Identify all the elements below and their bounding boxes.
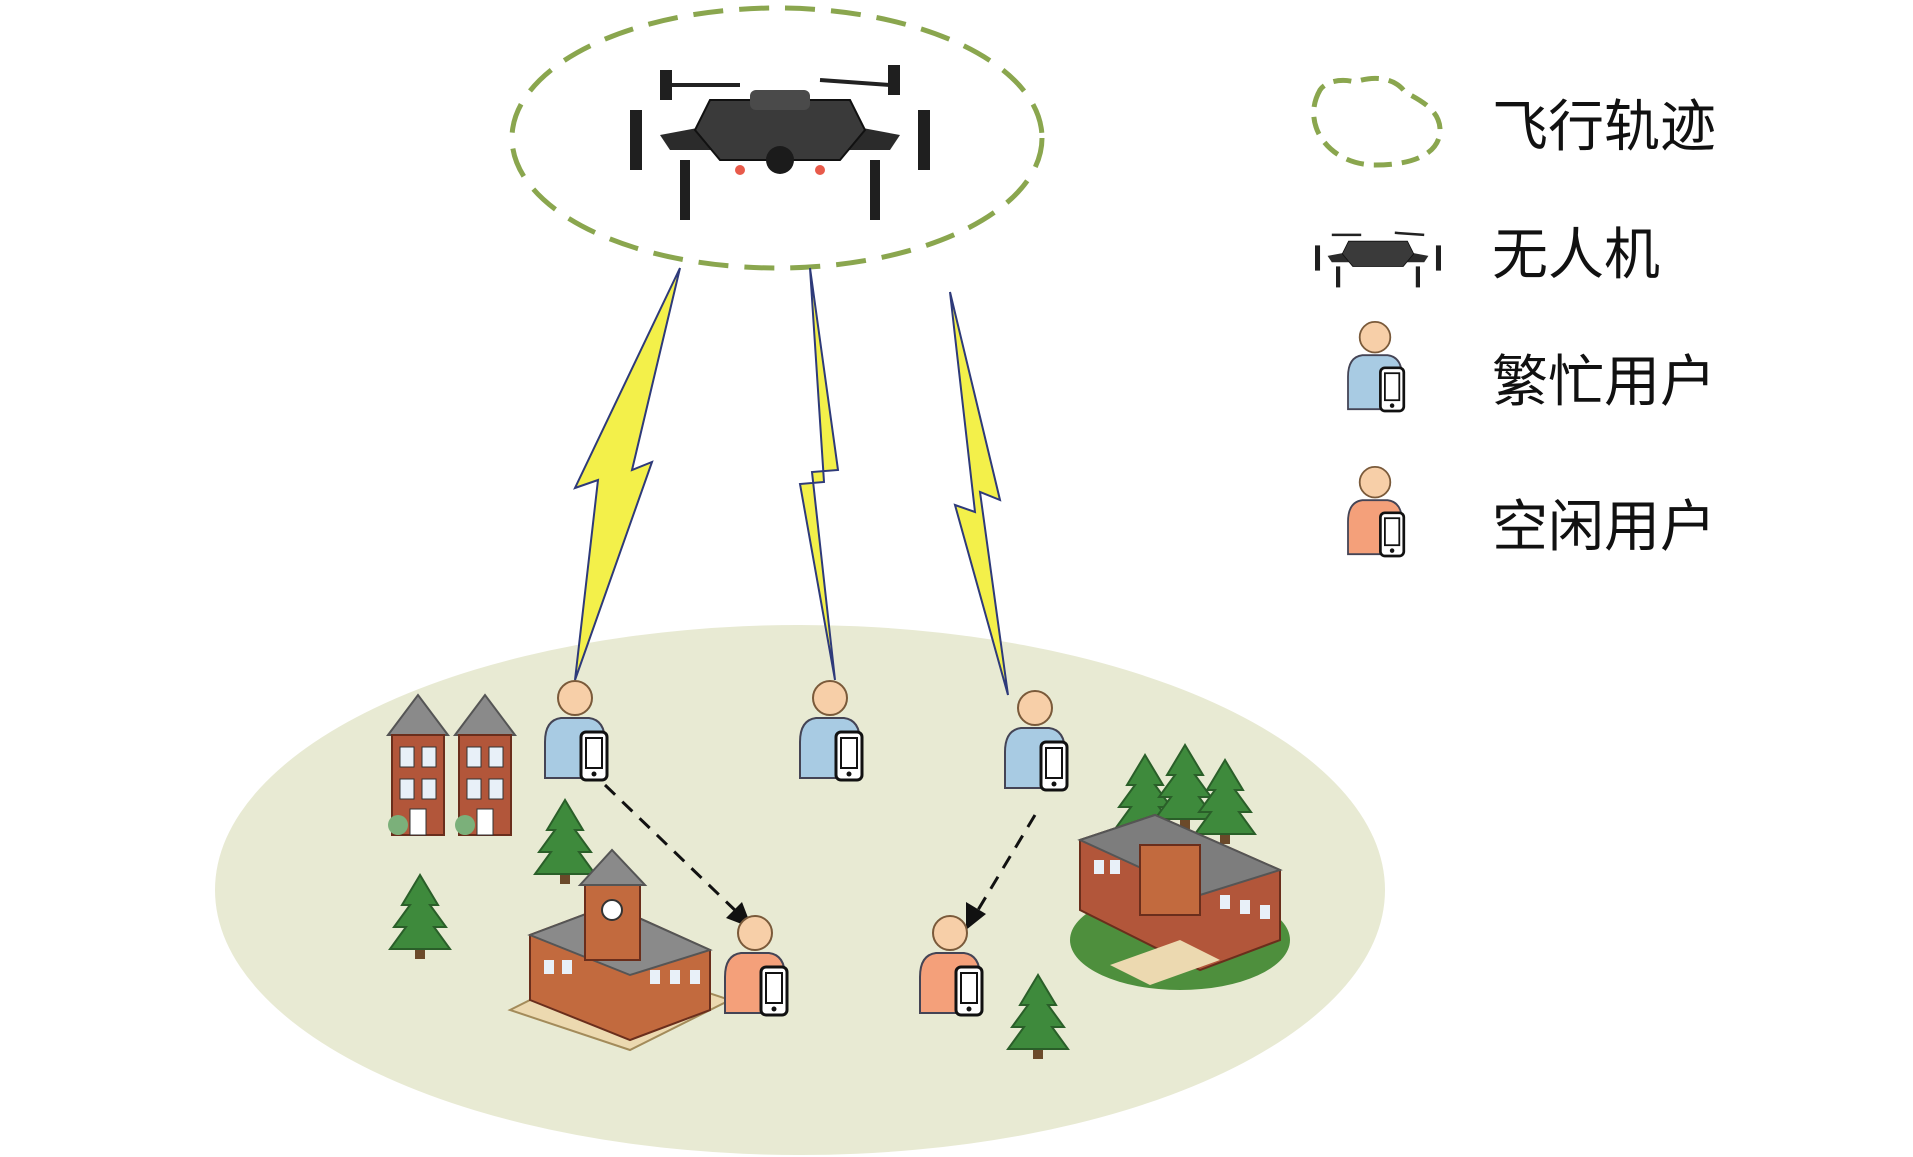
school-building-icon: [507, 848, 733, 1052]
legend-drone-icon: [1315, 231, 1441, 288]
legend-busy-user-icon: [1346, 320, 1406, 413]
wireless-link-middle: [798, 267, 840, 681]
drone-icon: [630, 65, 930, 220]
wireless-link-left: [573, 267, 681, 681]
flight-trajectory: [509, 5, 1045, 271]
legend-idle-user-icon: [1346, 465, 1406, 558]
legend-trajectory-symbol: [1311, 75, 1443, 168]
school-building-icon: [1070, 813, 1290, 990]
relay-arrow-right: [966, 814, 1037, 930]
wireless-link-right: [949, 291, 1009, 696]
